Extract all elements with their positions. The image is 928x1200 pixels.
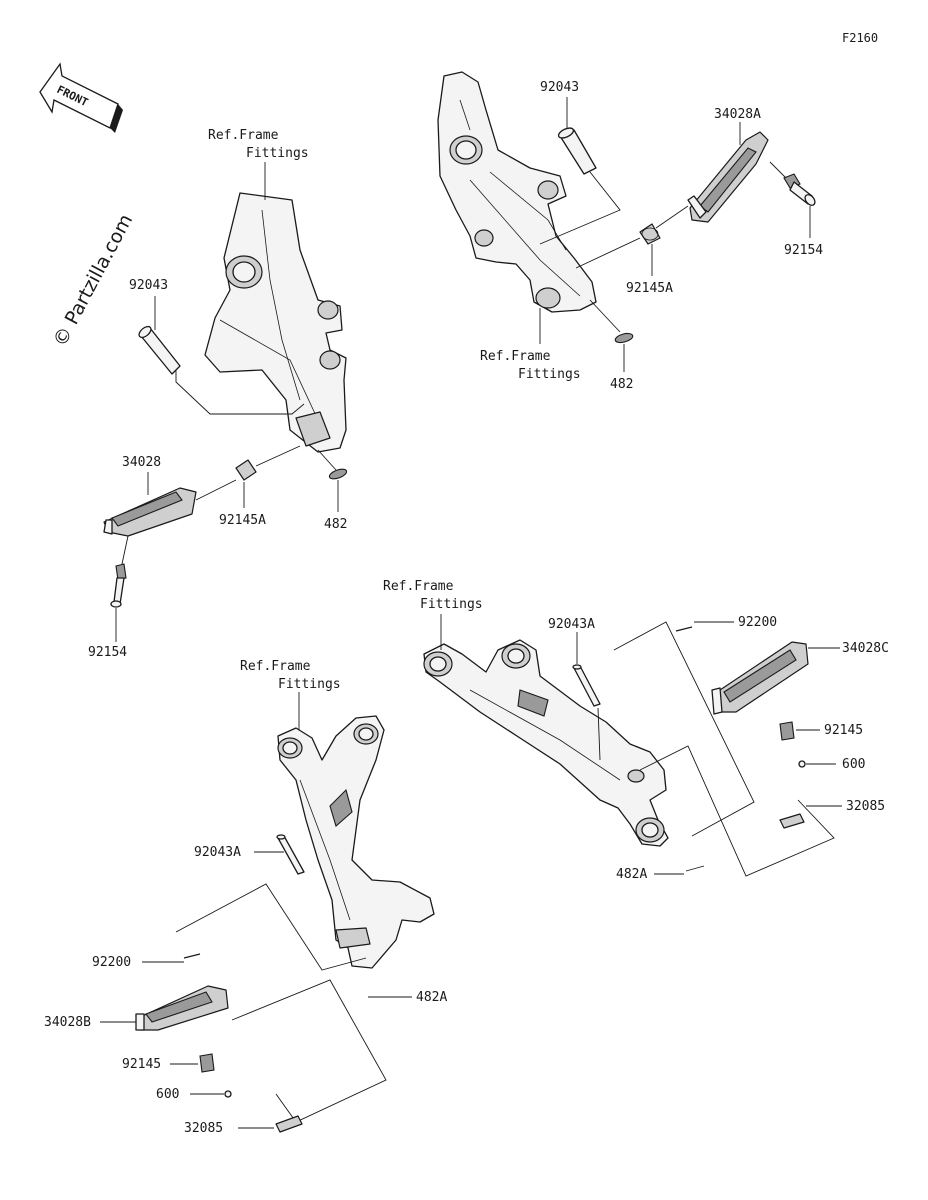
label-d-32085: 32085	[184, 1121, 223, 1136]
label-b-92154: 92154	[784, 243, 823, 258]
figure-code: F2160	[842, 31, 878, 45]
label-d-92200: 92200	[92, 955, 131, 970]
label-a-ref-line1: Ref.Frame	[208, 128, 279, 143]
ball-600-d	[224, 1090, 232, 1098]
label-b-482: 482	[610, 377, 633, 392]
label-b-ref-line2: Fittings	[518, 367, 581, 382]
washer-482-a	[328, 468, 348, 480]
footpeg-34028	[103, 487, 197, 537]
spring-92145A-a	[235, 459, 257, 481]
pin-92043-a	[138, 325, 181, 375]
spring-92145-c	[779, 721, 795, 741]
label-a-ref-line2: Fittings	[246, 146, 309, 161]
rear-left-bracket	[277, 715, 435, 969]
label-c-34028C: 34028C	[842, 641, 889, 656]
front-right-bracket	[437, 71, 597, 313]
label-c-600: 600	[842, 757, 865, 772]
label-d-92043A: 92043A	[194, 845, 241, 860]
watermark: © Partzilla.com	[49, 211, 137, 351]
bolt-92154-b	[783, 173, 816, 206]
front-left-bracket	[204, 192, 347, 453]
washer-482-b	[614, 332, 634, 344]
pin-92200-d	[183, 953, 201, 959]
ball-600-c	[798, 760, 806, 768]
label-c-ref-line2: Fittings	[420, 597, 483, 612]
pin-92043A-d	[276, 834, 305, 875]
rear-right-bracket	[423, 639, 669, 847]
label-d-482A: 482A	[416, 990, 447, 1005]
label-b-ref-line1: Ref.Frame	[480, 349, 551, 364]
label-d-34028B: 34028B	[44, 1015, 91, 1030]
label-c-32085: 32085	[846, 799, 885, 814]
label-a-92145A: 92145A	[219, 513, 266, 528]
label-a-92154: 92154	[88, 645, 127, 660]
label-b-92145A: 92145A	[626, 281, 673, 296]
label-c-92200: 92200	[738, 615, 777, 630]
bolt-92154-a	[110, 563, 127, 608]
label-a-34028: 34028	[122, 455, 161, 470]
label-c-92145: 92145	[824, 723, 863, 738]
pin-92043-b	[557, 127, 597, 175]
label-c-482A: 482A	[616, 867, 647, 882]
label-c-ref-line1: Ref.Frame	[383, 579, 454, 594]
spring-92145-d	[199, 1053, 215, 1073]
label-b-92043: 92043	[540, 80, 579, 95]
label-d-ref-line2: Fittings	[278, 677, 341, 692]
plate-32085-c	[779, 813, 805, 829]
plate-32085-d	[275, 1115, 303, 1133]
label-b-34028A: 34028A	[714, 107, 761, 122]
label-d-ref-line1: Ref.Frame	[240, 659, 311, 674]
spring-92145A-b	[639, 223, 661, 245]
label-a-92043: 92043	[129, 278, 168, 293]
front-arrow-icon: FRONT	[39, 62, 123, 133]
label-d-600: 600	[156, 1087, 179, 1102]
footpeg-34028B	[135, 985, 229, 1031]
label-a-482: 482	[324, 517, 347, 532]
footpeg-34028C	[711, 641, 809, 715]
pin-92200-c	[675, 626, 693, 632]
label-d-92145: 92145	[122, 1057, 161, 1072]
pin-92043A-c	[572, 664, 601, 707]
footpeg-34028A	[687, 131, 769, 223]
label-c-92043A: 92043A	[548, 617, 595, 632]
